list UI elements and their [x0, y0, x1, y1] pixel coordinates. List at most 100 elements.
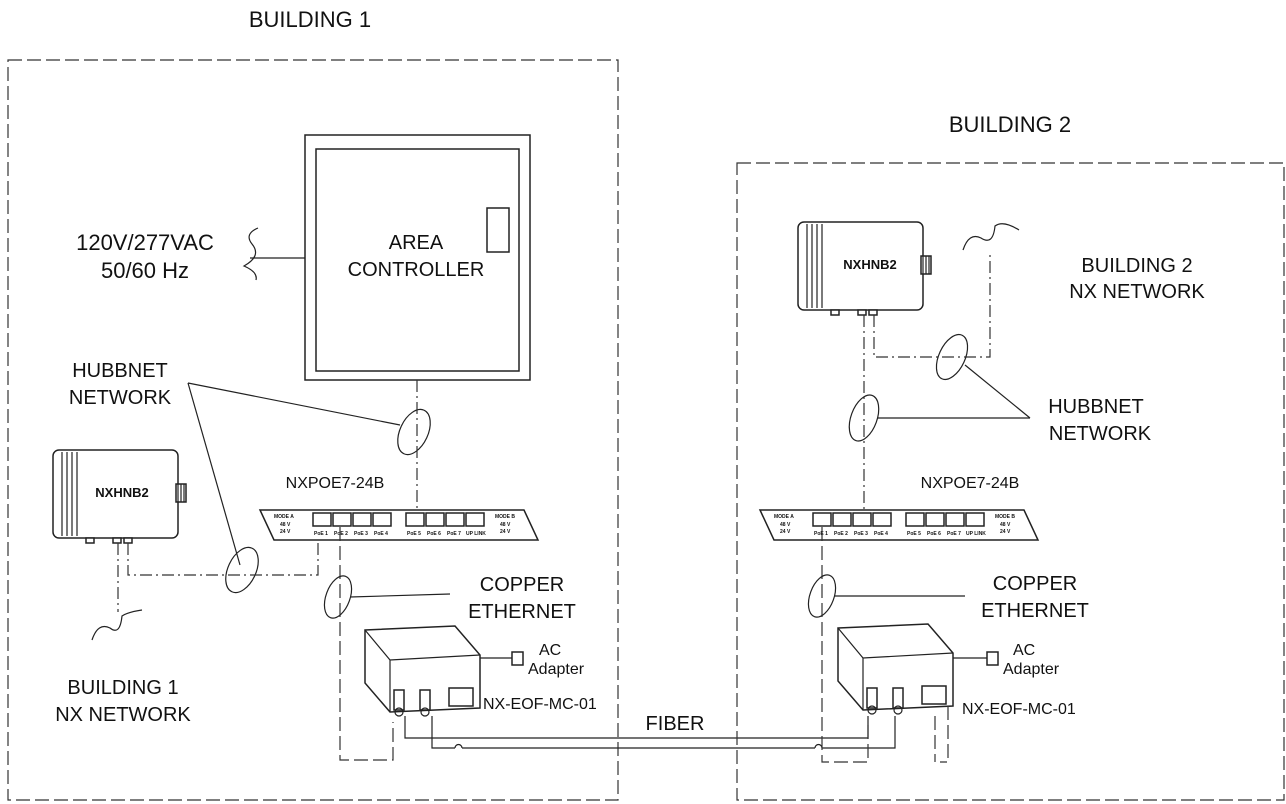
- hubbnet-pointer-b2-a: [964, 364, 1031, 419]
- hub-device-b1-label: NXHNB2: [95, 485, 148, 500]
- poe-switch-b2-label: NXPOE7-24B: [921, 475, 1020, 492]
- poe-switch-b1: MODE A 48 V 24 V MODE B 48 V 24 V PoE 1 …: [258, 509, 540, 541]
- poe-port-b1-1: [312, 512, 332, 527]
- hub-device-b1: NXHNB2: [52, 449, 187, 544]
- nx-network-b1-squiggle: [91, 609, 143, 641]
- copper-bundle-marker-b1: [323, 575, 353, 619]
- poe-switch-b2: MODE A 48 V 24 V MODE B 48 V 24 V PoE 1 …: [758, 509, 1040, 541]
- poe-port-b1-7: [445, 512, 465, 527]
- hubbnet-bundle-marker-b1-a: [397, 408, 431, 456]
- hubbnet-label-b2-line2: NETWORK: [1049, 423, 1152, 445]
- port-label-b1-4: PoE 4: [374, 531, 388, 537]
- copper-label-b2-line2: ETHERNET: [981, 600, 1089, 622]
- nx-network-b1-line2: NX NETWORK: [55, 704, 191, 726]
- v48-label-b1-b: 48 V: [500, 522, 511, 528]
- hubbnet-bundle-marker-b1-b: [225, 546, 259, 594]
- building-2-boundary: [736, 162, 1285, 801]
- area-controller-label-line2: CONTROLLER: [348, 259, 485, 281]
- power-cable-squiggle: [242, 227, 259, 281]
- power-label-line2: 50/60 Hz: [101, 258, 189, 283]
- ac-label-b2-line2: Adapter: [1003, 661, 1060, 678]
- port-label-b1-5: PoE 5: [407, 531, 421, 537]
- fiber-crossover-b2: [814, 743, 823, 749]
- port-label-b1-3: PoE 3: [354, 531, 368, 537]
- hub-device-b2: NXHNB2: [797, 221, 932, 316]
- hubbnet-label-b1-line1: HUBBNET: [72, 360, 168, 382]
- poe-port-b2-6: [925, 512, 945, 527]
- poe-port-b2-uplink: [965, 512, 985, 527]
- media-converter-b2: [837, 623, 954, 715]
- poe-port-b1-3: [352, 512, 372, 527]
- nx-network-b2-squiggle: [962, 223, 1020, 251]
- hub-b1-to-switch-cable: [127, 525, 319, 576]
- poe-switch-b1-label: NXPOE7-24B: [286, 475, 385, 492]
- port-label-b1-uplink: UP LINK: [466, 531, 486, 537]
- mode-a-label-b2: MODE A: [774, 514, 794, 520]
- switch-to-converter-b1-cable: [339, 527, 394, 761]
- port-label-b2-1: PoE 1: [814, 531, 828, 537]
- fiber-cable-a: [404, 716, 869, 739]
- poe-port-b2-2: [832, 512, 852, 527]
- port-label-b2-2: PoE 2: [834, 531, 848, 537]
- port-label-b2-3: PoE 3: [854, 531, 868, 537]
- converter-b2-return-cable: [934, 706, 949, 763]
- poe-port-b2-1: [812, 512, 832, 527]
- poe-port-b2-4: [872, 512, 892, 527]
- port-label-b1-7: PoE 7: [447, 531, 461, 537]
- mode-b-label-b2: MODE B: [995, 514, 1015, 520]
- port-label-b2-4: PoE 4: [874, 531, 888, 537]
- fiber-label: FIBER: [646, 713, 705, 735]
- copper-bundle-marker-b2: [807, 574, 837, 618]
- nx-network-b1-line1: BUILDING 1: [67, 677, 178, 699]
- area-controller: AREA CONTROLLER: [304, 134, 531, 381]
- port-label-b2-uplink: UP LINK: [966, 531, 986, 537]
- hub-device-b2-label: NXHNB2: [843, 257, 896, 272]
- port-label-b1-2: PoE 2: [334, 531, 348, 537]
- mode-a-label-b1: MODE A: [274, 514, 294, 520]
- copper-pointer-b1: [349, 593, 451, 598]
- poe-port-b1-uplink: [465, 512, 485, 527]
- poe-port-b2-3: [852, 512, 872, 527]
- fiber-crossover-b1: [454, 743, 463, 749]
- power-label-line1: 120V/277VAC: [76, 230, 214, 255]
- mode-b-label-b1: MODE B: [495, 514, 515, 520]
- hubbnet-pointer-b1-b: [187, 382, 241, 566]
- hubbnet-label-b2-line1: HUBBNET: [1048, 396, 1144, 418]
- hub-b2-network-cable: [873, 252, 991, 358]
- poe-port-b1-2: [332, 512, 352, 527]
- media-converter-b1: [364, 625, 481, 717]
- building-2-title: BUILDING 2: [949, 112, 1071, 137]
- port-label-b1-6: PoE 6: [427, 531, 441, 537]
- building-1-boundary: [7, 59, 619, 801]
- poe-port-b2-7: [945, 512, 965, 527]
- ac-label-b1-line1: AC: [539, 642, 561, 659]
- v24-label-b1-b: 24 V: [500, 529, 511, 535]
- area-controller-label-line1: AREA: [389, 232, 444, 254]
- building-1-title: BUILDING 1: [249, 7, 371, 32]
- poe-port-b1-4: [372, 512, 392, 527]
- poe-port-b1-6: [425, 512, 445, 527]
- poe-port-b1-5: [405, 512, 425, 527]
- copper-label-b1-line2: ETHERNET: [468, 601, 576, 623]
- ac-label-b1-line2: Adapter: [528, 661, 585, 678]
- port-label-b2-5: PoE 5: [907, 531, 921, 537]
- port-label-b1-1: PoE 1: [314, 531, 328, 537]
- ac-label-b2-line1: AC: [1013, 642, 1035, 659]
- v48-label-b2-a: 48 V: [780, 522, 791, 528]
- media-converter-b2-label: NX-EOF-MC-01: [962, 701, 1076, 718]
- copper-label-b2-line1: COPPER: [993, 573, 1077, 595]
- switch-to-converter-b2-cable: [821, 527, 869, 763]
- port-label-b2-6: PoE 6: [927, 531, 941, 537]
- v24-label-b2-b: 24 V: [1000, 529, 1011, 535]
- poe-port-b2-5: [905, 512, 925, 527]
- media-converter-b1-label: NX-EOF-MC-01: [483, 696, 597, 713]
- fiber-cable-b: [431, 716, 896, 749]
- v48-label-b1-a: 48 V: [280, 522, 291, 528]
- port-label-b2-7: PoE 7: [947, 531, 961, 537]
- ac-adapter-b1: [511, 651, 524, 666]
- hubbnet-bundle-marker-b2-b: [848, 394, 880, 442]
- nx-network-b2-line1: BUILDING 2: [1081, 255, 1192, 277]
- v48-label-b2-b: 48 V: [1000, 522, 1011, 528]
- hubbnet-bundle-marker-b2-a: [935, 333, 969, 381]
